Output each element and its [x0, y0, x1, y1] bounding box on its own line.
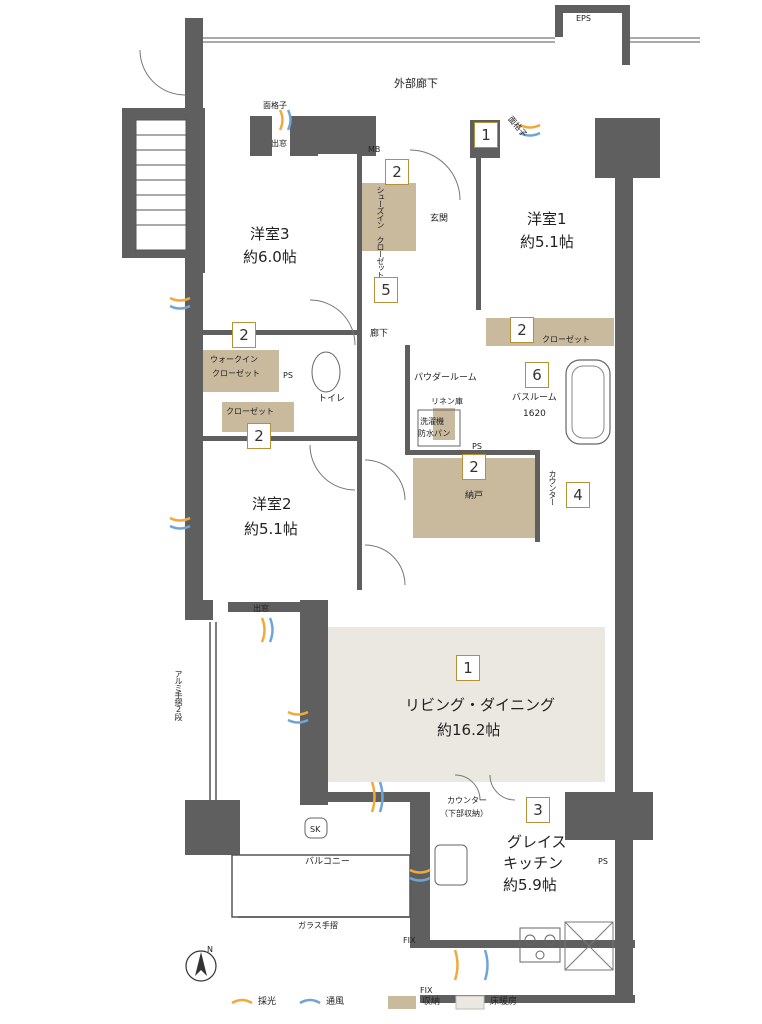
counter-vertical-label: カウンター — [548, 470, 557, 505]
number-badge-storeroom: 2 — [462, 454, 486, 480]
corridor-rails — [203, 37, 700, 43]
number-badge-closet-right: 2 — [510, 317, 534, 343]
eps-label: EPS — [576, 14, 591, 23]
washer-label-1: 洗濯機 — [420, 417, 444, 426]
floor-heating-zone — [325, 627, 605, 782]
alumi-rail-label: アルミ手摺2段 — [174, 670, 183, 720]
living-size: 約16.2帖 — [437, 721, 501, 739]
kitchen-sink — [434, 844, 468, 886]
north-label: N — [207, 945, 213, 954]
mb-label: MB — [368, 145, 381, 154]
closet-right-label: クローゼット — [542, 335, 590, 344]
lattice-label-left: 面格子 — [263, 101, 287, 110]
corridor-label: 廊下 — [370, 329, 389, 339]
bathroom-size: 1620 — [523, 409, 546, 419]
door-swings — [139, 49, 516, 801]
bay-window-mid-label: 出窓 — [253, 604, 269, 613]
kitchen-name-2: キッチン — [503, 854, 564, 872]
room3-size: 約6.0帖 — [243, 248, 297, 266]
cooktop — [519, 927, 561, 963]
linen-label: リネン庫 — [431, 397, 463, 406]
fix-label-2: FIX — [420, 986, 433, 995]
number-badge-walkin-closet: 2 — [232, 322, 256, 348]
counter-kitchen-label-2: （下部収納） — [440, 809, 488, 818]
bathtub — [565, 359, 611, 445]
light-wind-marks — [169, 109, 541, 981]
ps-mid-label: PS — [472, 442, 482, 451]
fix-label-1: FIX — [403, 936, 416, 945]
fridge-space — [564, 921, 614, 971]
number-badge-living: 1 — [456, 655, 480, 681]
entrance-label: 玄関 — [430, 214, 449, 224]
sk-label: SK — [310, 825, 321, 834]
glass-rail-label: ガラス手摺 — [298, 921, 338, 930]
number-badge-kitchen: 3 — [526, 797, 550, 823]
room2-size: 約5.1帖 — [244, 520, 298, 538]
legend-swatches — [231, 995, 485, 1010]
room3-name: 洋室3 — [250, 225, 290, 243]
number-badge-counter: 4 — [566, 482, 590, 508]
ps-right-label: PS — [598, 857, 608, 866]
walkin-closet-label-2: クローゼット — [212, 369, 260, 378]
number-badge-closet-left: 2 — [247, 423, 271, 449]
washer-pan — [417, 409, 461, 447]
living-name: リビング・ダイニング — [405, 696, 556, 714]
powder-room-label: パウダールーム — [414, 373, 477, 383]
number-badge-corridor: 5 — [374, 277, 398, 303]
bay-window-top-label: 出窓 — [271, 139, 287, 148]
toilet-fixture — [311, 351, 341, 393]
balcony-label: バルコニー — [305, 857, 350, 867]
shoes-closet-label: シューズイン クローゼット — [376, 186, 385, 278]
legend-light: 採光 — [258, 997, 277, 1007]
room2-name: 洋室2 — [252, 495, 292, 513]
kitchen-name-1: グレイス — [507, 833, 567, 851]
washer-label-2: 防水パン — [418, 429, 451, 438]
number-badge-entrance: 1 — [474, 122, 498, 148]
ps-left-label: PS — [283, 371, 293, 380]
kitchen-size: 約5.9帖 — [503, 876, 557, 894]
number-badge-shoes-closet: 2 — [385, 159, 409, 185]
number-badge-bathroom: 6 — [525, 362, 549, 388]
storeroom-label: 納戸 — [465, 491, 484, 501]
room1-name: 洋室1 — [527, 210, 567, 228]
outside-corridor-label: 外部廊下 — [394, 77, 438, 90]
closet-left-label: クローゼット — [226, 407, 274, 416]
walkin-closet-label-1: ウォークイン — [210, 355, 258, 364]
counter-kitchen-label-1: カウンター — [447, 796, 487, 805]
bathroom-name: バスルーム — [512, 393, 557, 403]
balcony-rails — [209, 622, 411, 918]
stairs — [135, 119, 187, 251]
legend-storage: 収納 — [422, 997, 441, 1007]
legend-floor-heating: 床暖房 — [490, 997, 518, 1007]
sk-fixture — [304, 817, 328, 839]
legend-wind: 通風 — [326, 997, 345, 1007]
room1-size: 約5.1帖 — [520, 233, 574, 251]
north-arrow — [185, 950, 217, 982]
toilet-label: トイレ — [318, 394, 346, 404]
